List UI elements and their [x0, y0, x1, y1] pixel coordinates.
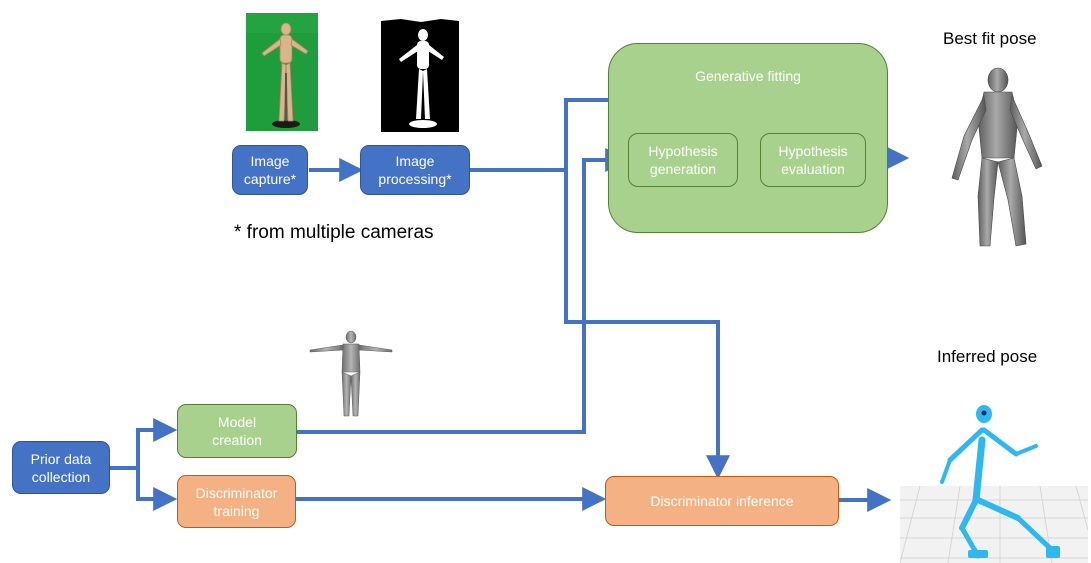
mannequin-photo-icon: [246, 13, 318, 131]
body-mesh-t-pose-icon: [308, 328, 394, 418]
arrow-model-to-generation: [297, 148, 630, 434]
skeleton-pose-icon: [900, 400, 1088, 563]
best-fit-body-mesh-icon: [938, 66, 1048, 252]
image-processing-node: Image processing*: [360, 145, 470, 195]
discriminator-inference-node: Discriminator inference: [605, 476, 839, 526]
generative-fitting-title: Generative fitting: [695, 68, 801, 84]
hypothesis-evaluation-node: Hypothesis evaluation: [760, 133, 866, 187]
discriminator-training-node: Discriminator training: [177, 475, 296, 528]
silhouette-mask-icon: [381, 15, 459, 132]
arrow-prior-to-training: [136, 468, 178, 511]
model-creation-node: Model creation: [177, 404, 297, 458]
hypothesis-generation-node: Hypothesis generation: [628, 133, 738, 187]
prior-data-collection-node: Prior data collection: [12, 441, 110, 494]
image-capture-node: Image capture*: [232, 145, 308, 195]
arrow-prior-to-model: [110, 418, 178, 470]
cameras-footnote: * from multiple cameras: [234, 222, 434, 243]
inferred-pose-label: Inferred pose: [937, 347, 1038, 366]
arrow-bus-to-inference: [564, 170, 730, 480]
best-fit-pose-label: Best fit pose: [943, 29, 1037, 48]
